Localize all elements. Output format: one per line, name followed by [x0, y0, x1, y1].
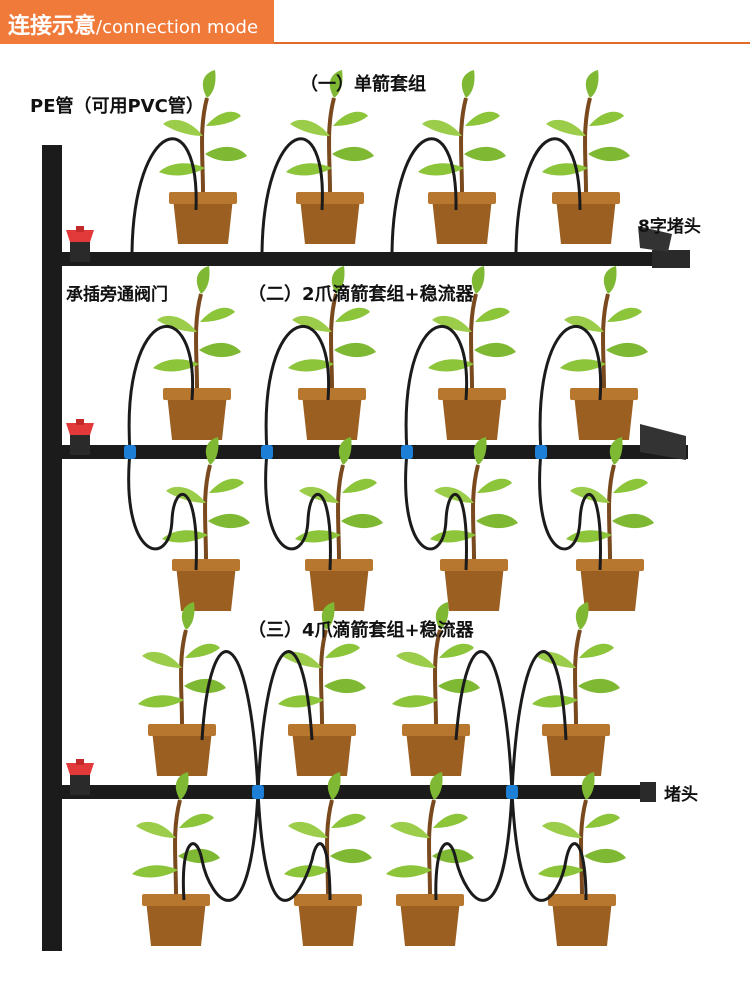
branch-pipe-3	[62, 785, 656, 799]
plant-pot	[284, 68, 376, 246]
drip-tubes	[127, 325, 603, 571]
stabilizer-connector-icon	[261, 445, 273, 459]
bypass-valve-icon	[66, 759, 94, 795]
drip-tubes	[130, 137, 582, 253]
plant-pot	[558, 264, 650, 442]
title-en: /connection mode	[96, 17, 259, 38]
end-cap-8-icon	[640, 424, 686, 460]
plant-pot	[540, 68, 632, 246]
branch-pipe-1	[62, 252, 690, 266]
section2-title: （二）2爪滴箭套组+稳流器	[248, 284, 474, 305]
end-cap-icon	[640, 782, 656, 802]
plant-pot	[428, 435, 520, 613]
title-cn: 连接示意	[8, 14, 97, 39]
section-2	[62, 264, 688, 613]
stabilizer-connector-icon	[401, 445, 413, 459]
stabilizer-connector-icon	[506, 785, 518, 799]
end-cap-8-label: 8字堵头	[638, 217, 701, 237]
bypass-valve-icon	[66, 226, 94, 262]
stabilizer-connector-icon	[124, 445, 136, 459]
drip-tubes	[181, 650, 588, 902]
stabilizer-connector-icon	[252, 785, 264, 799]
plant-pot	[136, 600, 228, 778]
end-cap-label: 堵头	[664, 785, 698, 805]
section1-title: （一）单箭套组	[300, 74, 426, 95]
section3-title: （三）4爪滴箭套组+稳流器	[248, 620, 474, 641]
header-rule	[274, 42, 750, 44]
bypass-valve-icon	[66, 419, 94, 455]
stabilizer-connector-icon	[535, 445, 547, 459]
pe-pipe	[42, 145, 62, 951]
plant-pot	[160, 435, 252, 613]
valve-label: 承插旁通阀门	[66, 285, 168, 305]
branch-pipe-2	[62, 445, 688, 459]
plant-pot	[530, 600, 622, 778]
header-band	[0, 0, 274, 44]
section-1	[62, 68, 690, 268]
pe-pipe-label: PE管（可用PVC管）	[30, 96, 204, 117]
section-3	[62, 600, 656, 948]
end-cap-8-icon	[652, 250, 690, 268]
end-cap-8-hanger	[638, 226, 672, 252]
page-title: 连接示意/connection mode	[8, 8, 258, 40]
plant-pot	[416, 68, 508, 246]
